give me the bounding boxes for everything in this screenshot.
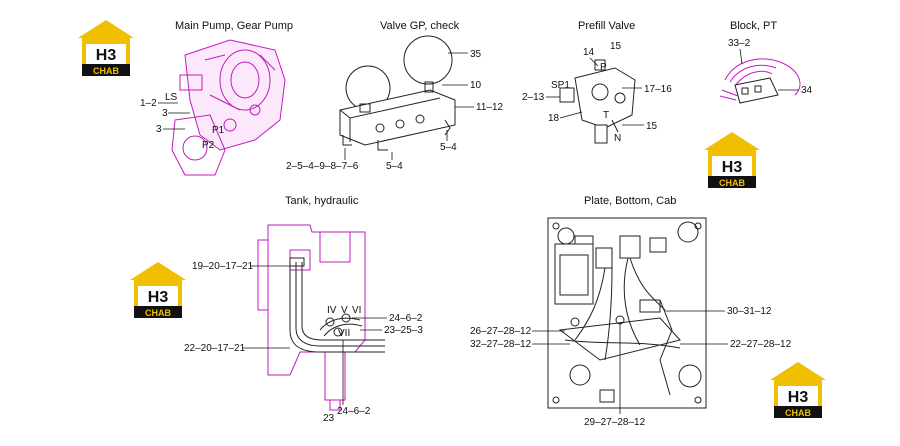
brand-logo-4: H3 CHAB <box>770 362 826 418</box>
part-callout-label: 22–27–28–12 <box>730 339 792 350</box>
panel-prefill-valve: Prefill Valve 14 15 P SP1 2–13 17–16 18 … <box>522 20 672 144</box>
brand-logo-2: H3 CHAB <box>704 132 760 188</box>
part-callout-label: 24–6–2 <box>389 313 423 324</box>
part-callout-label: P1 <box>212 125 225 136</box>
part-callout-label: 5–4 <box>386 161 403 172</box>
part-callout-label: 35 <box>470 49 482 60</box>
part-callout-label: 17–16 <box>644 84 672 95</box>
prefill-title: Prefill Valve <box>578 20 635 32</box>
main-pump-title: Main Pump, Gear Pump <box>175 20 293 32</box>
part-callout-label: 15 <box>646 121 658 132</box>
part-callout-label: H3 <box>788 389 809 406</box>
part-callout-label: 19–20–17–21 <box>192 261 254 272</box>
panel-tank-hydraulic: Tank, hydraulic 19–20–17–21 24–6–2 23–25… <box>184 195 423 424</box>
part-callout-label: 34 <box>801 85 813 96</box>
part-callout-label: V <box>341 305 348 316</box>
part-callout-label: T <box>603 110 609 121</box>
part-callout-label: 22–20–17–21 <box>184 343 246 354</box>
brand-logo-1: H3 CHAB <box>78 20 134 76</box>
valve-gp-drawing <box>339 35 456 151</box>
part-callout-label: 14 <box>583 47 595 58</box>
part-callout-label: 18 <box>548 113 560 124</box>
part-callout-label: SP1 <box>551 80 570 91</box>
part-callout-label: 29–27–28–12 <box>584 417 646 428</box>
block-pt-title: Block, PT <box>730 20 777 32</box>
brand-logo-3: H3 CHAB <box>130 262 186 318</box>
prefill-drawing <box>559 59 636 144</box>
part-callout-label: 32–27–28–12 <box>470 339 532 350</box>
valve-gp-title: Valve GP, check <box>380 20 460 32</box>
part-callout-label: P <box>600 62 607 73</box>
part-callout-label: 1–2 <box>140 98 157 109</box>
panel-block-pt: Block, PT 33–2 34 <box>719 20 813 104</box>
part-callout-label: 10 <box>470 80 482 91</box>
part-callout-label: 11–12 <box>476 102 504 113</box>
part-callout-label: H3 <box>148 289 169 306</box>
part-callout-label: 24–6–2 <box>337 406 371 417</box>
part-callout-label: 5–4 <box>440 142 457 153</box>
part-callout-label: 30–31–12 <box>727 306 772 317</box>
part-callout-label: VII <box>338 328 350 339</box>
part-callout-label: 23–25–3 <box>384 325 423 336</box>
plate-drawing <box>547 217 707 409</box>
part-callout-label: 15 <box>610 41 622 52</box>
plate-title: Plate, Bottom, Cab <box>584 195 676 207</box>
part-callout-label: CHAB <box>719 178 745 188</box>
part-callout-label: 33–2 <box>728 38 751 49</box>
part-callout-label: 26–27–28–12 <box>470 326 532 337</box>
main-pump-drawing <box>171 39 286 176</box>
tank-drawing <box>257 224 385 411</box>
part-callout-label: 23 <box>323 413 335 424</box>
part-callout-label: 2–5–4–9–8–7–6 <box>286 161 359 172</box>
part-callout-label: 2–13 <box>522 92 545 103</box>
part-callout-label: IV <box>327 305 337 316</box>
part-callout-label: 3 <box>162 108 168 119</box>
tank-title: Tank, hydraulic <box>285 195 359 207</box>
part-callout-label: H3 <box>96 47 117 64</box>
part-callout-label: CHAB <box>93 66 119 76</box>
part-callout-label: N <box>614 133 621 144</box>
part-callout-label: H3 <box>722 159 743 176</box>
part-callout-label: 3 <box>156 124 162 135</box>
block-pt-drawing <box>719 58 801 104</box>
panel-main-pump: Main Pump, Gear Pump 1–2 LS 3 P1 3 P2 <box>140 20 293 176</box>
part-callout-label: VI <box>352 305 361 316</box>
part-callout-label: CHAB <box>145 308 171 318</box>
part-callout-label: CHAB <box>785 408 811 418</box>
panel-valve-gp: Valve GP, check 35 10 11–12 5–4 2–5–4–9–… <box>286 20 504 172</box>
part-callout-label: LS <box>165 92 178 103</box>
panel-plate-bottom-cab: Plate, Bottom, Cab <box>470 195 792 428</box>
part-callout-label: P2 <box>202 140 215 151</box>
